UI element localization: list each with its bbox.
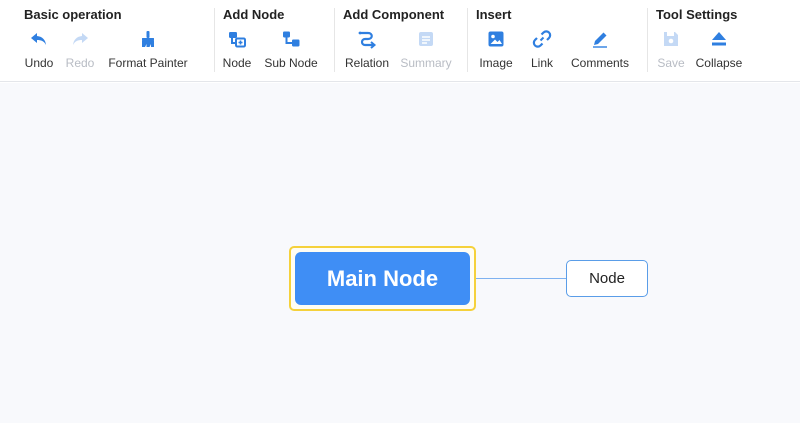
insert-link-button[interactable]: Link bbox=[520, 28, 564, 70]
main-node[interactable]: Main Node bbox=[295, 252, 470, 305]
sub-node[interactable]: Node bbox=[566, 260, 648, 297]
group-divider bbox=[467, 8, 468, 72]
redo-icon bbox=[69, 28, 91, 50]
add-node-icon bbox=[226, 28, 248, 50]
add-sub-node-button[interactable]: Sub Node bbox=[257, 28, 325, 70]
group-add-component: Add Component Relation Summary bbox=[335, 0, 468, 82]
undo-icon bbox=[28, 28, 50, 50]
add-node-button[interactable]: Node bbox=[217, 28, 257, 70]
relation-icon bbox=[356, 28, 378, 50]
summary-icon bbox=[415, 28, 437, 50]
save-button[interactable]: Save bbox=[652, 28, 690, 70]
mindmap-canvas[interactable]: Main Node Node bbox=[0, 83, 800, 423]
main-node-selection: Main Node bbox=[289, 246, 476, 311]
link-icon bbox=[531, 28, 553, 50]
group-title: Add Component bbox=[343, 7, 445, 22]
format-painter-button[interactable]: Format Painter bbox=[102, 28, 194, 70]
group-divider bbox=[214, 8, 215, 72]
redo-button[interactable]: Redo bbox=[58, 28, 102, 70]
group-add-node: Add Node Node Sub Node bbox=[215, 0, 335, 82]
toolbar: Basic operation Undo Redo Format Painter bbox=[0, 0, 800, 82]
group-title: Basic operation bbox=[24, 7, 122, 22]
insert-comments-button[interactable]: Comments bbox=[564, 28, 636, 70]
eject-icon bbox=[708, 28, 730, 50]
undo-button[interactable]: Undo bbox=[20, 28, 58, 70]
image-icon bbox=[485, 28, 507, 50]
group-title: Add Node bbox=[223, 7, 285, 22]
group-divider bbox=[334, 8, 335, 72]
group-insert: Insert Image Link Comments bbox=[468, 0, 648, 82]
relation-button[interactable]: Relation bbox=[339, 28, 395, 70]
group-divider bbox=[647, 8, 648, 72]
format-painter-icon bbox=[137, 28, 159, 50]
collapse-button[interactable]: Collapse bbox=[690, 28, 748, 70]
group-title: Insert bbox=[476, 7, 512, 22]
save-icon bbox=[660, 28, 682, 50]
insert-image-button[interactable]: Image bbox=[472, 28, 520, 70]
add-sub-node-icon bbox=[280, 28, 302, 50]
summary-button[interactable]: Summary bbox=[395, 28, 457, 70]
group-basic-operation: Basic operation Undo Redo Format Painter bbox=[16, 0, 215, 82]
group-title: Tool Settings bbox=[656, 7, 738, 22]
group-tool-settings: Tool Settings Save Collapse bbox=[648, 0, 788, 82]
pencil-icon bbox=[589, 28, 611, 50]
node-connector bbox=[476, 278, 567, 279]
